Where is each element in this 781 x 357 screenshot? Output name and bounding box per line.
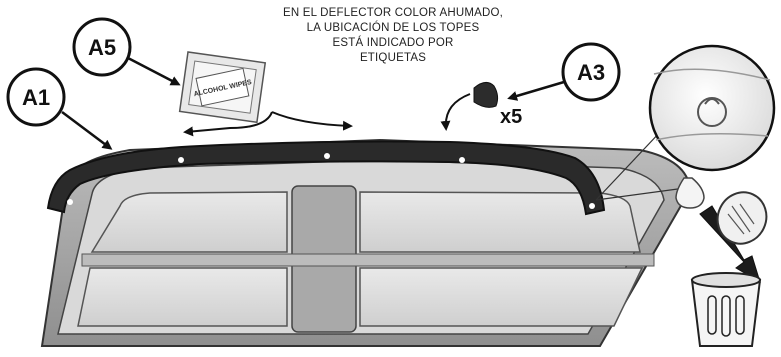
bumper-location-label-dot: [324, 153, 330, 159]
bumper-quantity: x5: [500, 106, 523, 128]
trash-can-icon: [690, 191, 768, 347]
alcohol-wipes-packet-icon: ALCOHOL WIPES: [178, 51, 267, 124]
bumper-location-label-dot: [589, 203, 595, 209]
note-line-2: LA UBICACIÓN DE LOS TOPES: [306, 22, 480, 34]
rubber-bumper-icon: [473, 82, 499, 108]
callout-a3: A3: [507, 42, 621, 102]
callout-a3-pointer: [507, 80, 565, 101]
smoked-deflector-note: EN EL DEFLECTOR COLOR AHUMADO, LA UBICAC…: [248, 6, 538, 66]
note-line-3: ESTÁ INDICADO POR: [332, 37, 454, 49]
callout-a5: A5: [72, 17, 181, 86]
backing-paper-icon: [675, 177, 705, 209]
rear-window: [40, 138, 692, 347]
note-line-4: ETIQUETAS: [359, 52, 427, 64]
smoked-deflector: [46, 140, 606, 216]
callout-a5-label: A5: [88, 35, 116, 60]
bumper-location-label-dot: [459, 157, 465, 163]
callout-a5-pointer: [127, 56, 181, 86]
bumper-placement-arrow: [440, 93, 471, 131]
bumper-location-label-dot: [178, 157, 184, 163]
center-divider-bar: [81, 253, 655, 267]
callout-a1-pointer: [61, 111, 113, 150]
callout-a1: A1: [6, 67, 113, 150]
bumper-location-label-dot: [67, 199, 73, 205]
callout-a3-label: A3: [577, 60, 605, 85]
note-line-1: EN EL DEFLECTOR COLOR AHUMADO,: [282, 7, 504, 19]
glass-panel-bottom-right: [359, 267, 644, 327]
glass-panel-top-left: [90, 191, 288, 253]
glass-panel-bottom-left: [77, 267, 288, 327]
deflector-body: [46, 140, 606, 216]
wiping-motion-arrows: [183, 111, 353, 137]
magnifier-icon: [595, 44, 776, 201]
callout-a1-label: A1: [22, 85, 50, 110]
